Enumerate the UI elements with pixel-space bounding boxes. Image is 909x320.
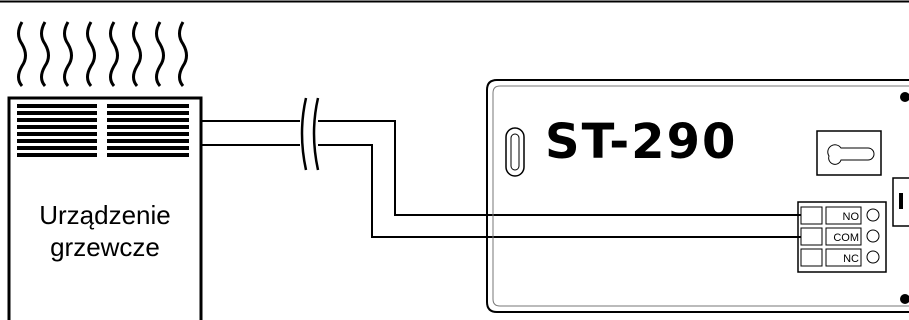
cable-no [201,120,808,216]
edge-bracket [892,177,909,227]
keyhole-mount-icon [816,130,882,176]
terminal-label-nc: NC [843,253,859,265]
terminal-label-no: NO [843,211,860,223]
mount-screw-bottom [900,294,909,304]
terminal-screw-no [800,206,823,225]
heating-device: Urządzenie grzewcze [7,96,203,320]
heat-waves [17,21,188,87]
heater-grille-right [107,104,189,157]
terminal-block: NO COM NC [797,201,887,273]
heater-outline [7,96,203,320]
terminal-block-outline [797,201,887,273]
controller-inner-outline [492,85,909,307]
terminal-circle-nc [866,250,880,264]
terminal-label-com: COM [833,232,859,244]
heater-grille-left [17,104,97,157]
controller-outline [486,79,909,313]
terminal-circle-no [866,208,880,222]
mount-screw-top [900,92,909,102]
heater-label-line1: Urządzenie [39,200,171,230]
controller-st290: ST-290 NO COM NC [486,79,909,313]
cable-break-mark [300,97,320,171]
cable-com [201,144,808,238]
terminal-circle-com [866,229,880,243]
terminal-screw-com [800,227,823,246]
heater-label-line2: grzewcze [50,232,160,262]
terminal-screw-nc [800,248,823,267]
model-label: ST-290 [545,114,737,170]
mounting-slot-icon [505,127,525,177]
